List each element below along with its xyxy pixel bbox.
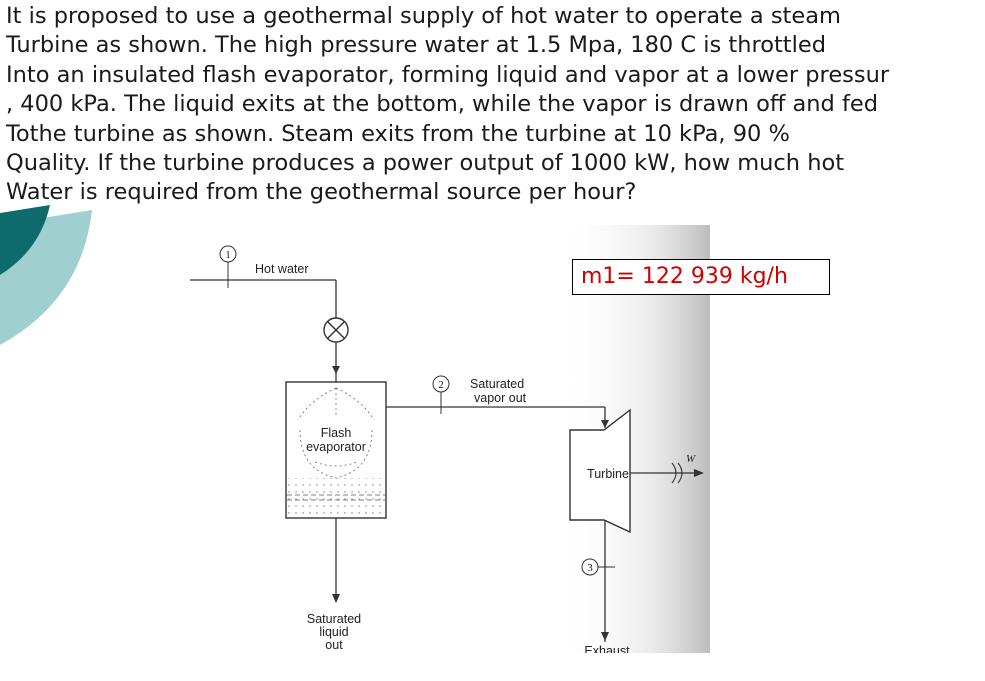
vapor-label-1: Saturated	[470, 377, 524, 391]
flash-label-2: evaporator	[306, 440, 366, 454]
turbine-body	[569, 408, 631, 534]
state-3-label: 3	[587, 562, 593, 574]
page-cut-mask	[560, 653, 720, 681]
flash-label-1: Flash	[321, 426, 352, 440]
liquid-label-1: Saturated	[307, 612, 361, 626]
problem-line: Water is required from the geothermal so…	[6, 179, 637, 206]
evaporator-liquid-region	[287, 478, 385, 517]
valve-cross-b	[327, 321, 345, 339]
problem-line: , 400 kPa. The liquid exits at the botto…	[6, 91, 879, 118]
answer-box: m1= 122 939 kg/h	[572, 259, 830, 295]
valve-flow-arrow	[332, 366, 340, 374]
work-label: W	[686, 453, 696, 465]
work-arrow	[694, 469, 704, 477]
problem-line: It is proposed to use a geothermal suppl…	[6, 3, 841, 29]
liquid-out-arrow	[332, 594, 340, 603]
turbine-label: Turbine	[587, 467, 629, 481]
problem-statement: It is proposed to use a geothermal suppl…	[6, 2, 981, 208]
state-1-label: 1	[225, 249, 231, 261]
vapor-flow-arrow	[601, 420, 609, 428]
problem-line: Turbine as shown. The high pressure wate…	[6, 32, 826, 59]
decor-teal-shape	[0, 205, 50, 275]
shaft-coupling-icon	[671, 462, 683, 484]
hot-water-label: Hot water	[255, 262, 309, 276]
liquid-label-3: out	[325, 638, 343, 652]
exhaust-arrow	[601, 632, 609, 641]
state-2-label: 2	[438, 379, 444, 391]
problem-line: Into an insulated flash evaporator, form…	[6, 61, 890, 88]
liquid-label-2: liquid	[319, 625, 348, 639]
problem-line: Quality. If the turbine produces a power…	[6, 150, 845, 177]
flash-spray	[297, 387, 375, 479]
vapor-label-2: vapor out	[474, 391, 527, 405]
problem-line: Tothe turbine as shown. Steam exits from…	[6, 120, 790, 147]
